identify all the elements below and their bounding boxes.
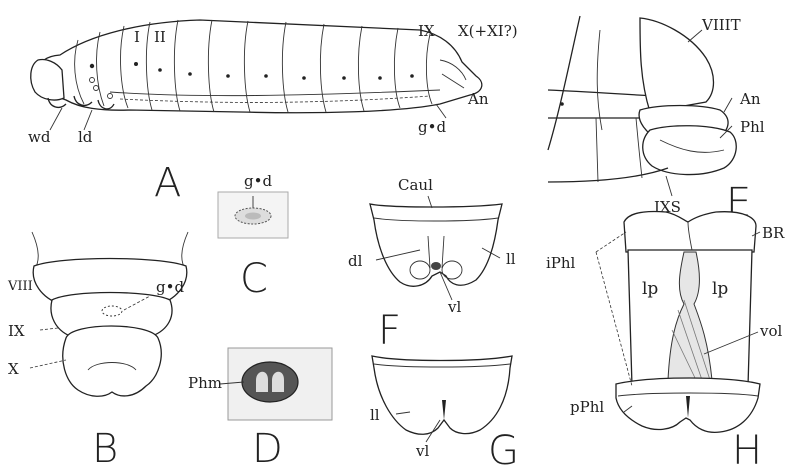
label-gd: g•d [244, 172, 272, 190]
label-wd: wd [28, 128, 51, 146]
label-lp-left: lp [642, 279, 658, 299]
label-ll: ll [506, 250, 516, 268]
label-vol: vol [759, 322, 783, 340]
label-dl: dl [348, 252, 363, 270]
label-phl: Phl [740, 118, 765, 136]
label-anus: An [739, 90, 761, 108]
label-gd: g•d [418, 118, 446, 136]
label-segment-viii: VIII [7, 279, 33, 294]
label-vl: vl [415, 442, 429, 460]
figure-c: g•d C [218, 172, 288, 302]
label-segment-x: X(+XI?) [458, 22, 518, 40]
label-segment-x: X [8, 360, 19, 378]
label-br: BR [762, 224, 785, 242]
figure-g: ll vl G [370, 356, 519, 472]
figure-letter-f: F [378, 308, 401, 354]
label-lp-right: lp [712, 279, 728, 299]
label-gd: g•d [156, 278, 184, 296]
label-anus: An [467, 90, 489, 108]
figure-letter-c: C [240, 256, 268, 302]
label-segment-i: I [134, 28, 140, 46]
label-phm: Phm [188, 374, 222, 392]
figure-letter-g: G [488, 428, 519, 472]
figure-letter-h: H [732, 428, 762, 472]
figure-a: I II IX X(+XI?) An wd ld g•d A [28, 20, 518, 206]
label-pphl: pPhl [570, 398, 604, 416]
figure-d: Phm D [188, 348, 332, 472]
label-ld: ld [78, 128, 93, 146]
figure-e: VIIIT An Phl IXS E [548, 16, 765, 226]
label-iphl: iPhl [546, 254, 576, 272]
figure-b: VIII IX X g•d B [7, 232, 188, 472]
label-ll: ll [370, 406, 380, 424]
label-segment-ii: II [154, 28, 166, 46]
figure-letter-b: B [92, 426, 118, 472]
label-caul: Caul [398, 176, 433, 194]
label-segment-ix: IX [8, 322, 25, 340]
label-segment-ix: IX [418, 22, 435, 40]
label-viiit: VIIIT [701, 16, 741, 34]
figure-letter-d: D [252, 426, 283, 472]
figure-letter-a: A [154, 160, 181, 206]
figure-f: Caul dl ll vl F [348, 176, 516, 354]
figure-h: iPhl BR lp lp vol pPhl H [546, 211, 785, 472]
label-vl: vl [447, 298, 461, 316]
